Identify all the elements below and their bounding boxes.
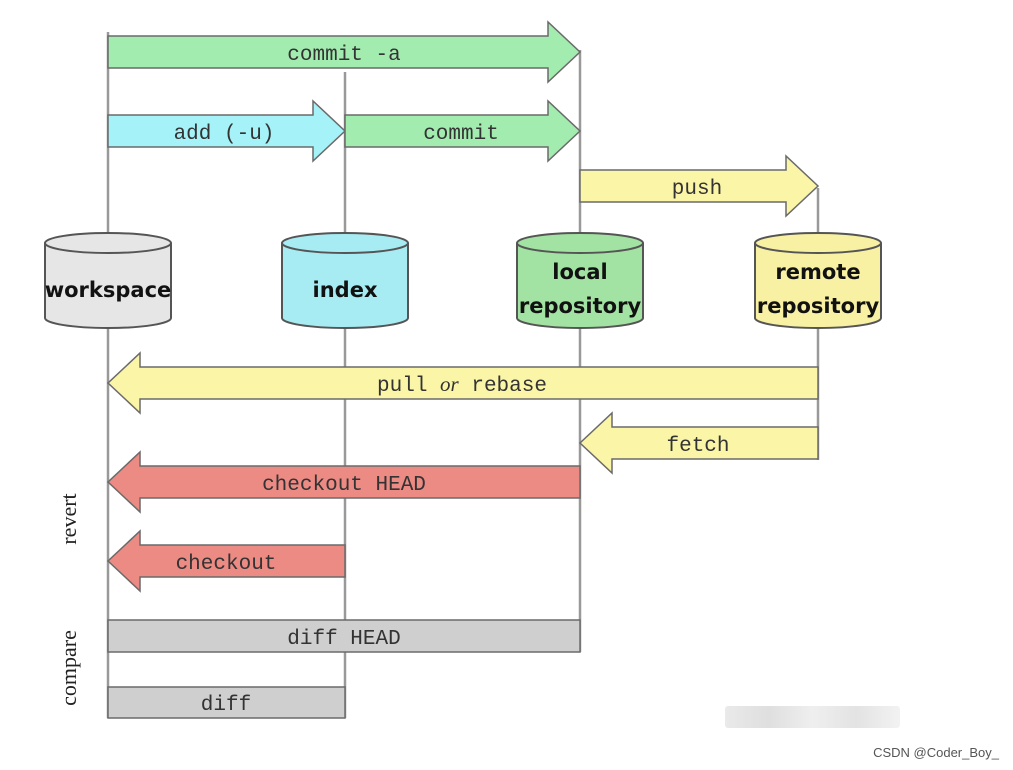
bar-diff-head-label: diff HEAD (287, 628, 400, 651)
arrow-add-u-label: add (-u) (174, 123, 275, 146)
side-label-compare: compare (56, 630, 81, 706)
repo-local-body (516, 243, 644, 329)
repo-remote-body (754, 243, 882, 329)
arrow-checkout-shape (106, 529, 346, 593)
arrow-fetch-shape (578, 411, 819, 475)
repo-index-body (281, 243, 409, 329)
arrow-commit-shape (344, 99, 582, 163)
arrow-pull-or-rebase-label: pull or rebase (377, 372, 547, 398)
arrow-push-shape (579, 154, 820, 218)
arrow-commit: commit (344, 99, 582, 163)
repo-local-repository: local repository (516, 232, 644, 329)
arrow-fetch-label: fetch (666, 435, 729, 458)
bar-diff-shape (107, 686, 346, 719)
arrow-commit-a-label: commit -a (287, 44, 400, 67)
repo-workspace-label: workspace (45, 278, 172, 302)
repo-index: index (281, 232, 409, 329)
blurred-watermark-strip (725, 706, 900, 728)
repo-remote-label-line1: remote (775, 260, 860, 284)
arrow-commit-a-shape (107, 20, 582, 84)
arrow-commit-label: commit (423, 123, 499, 146)
arrow-add-u-shape (107, 99, 347, 163)
repo-workspace-top (44, 232, 172, 254)
repo-local-label-line2: repository (519, 294, 642, 318)
arrow-checkout-head: checkout HEAD (106, 450, 581, 514)
repo-index-label: index (313, 278, 378, 302)
arrow-checkout-label: checkout (176, 553, 277, 576)
arrow-add-u: add (-u) (107, 99, 347, 163)
arrow-checkout-head-label: checkout HEAD (262, 474, 426, 497)
or-label: or (440, 372, 460, 396)
repo-remote-label-line2: repository (757, 294, 880, 318)
repo-workspace: workspace (44, 232, 172, 329)
repo-local-label-line1: local (552, 260, 607, 284)
repo-index-top (281, 232, 409, 254)
repo-workspace-body (44, 243, 172, 329)
repo-remote-top (754, 232, 882, 254)
arrow-checkout-head-shape (106, 450, 581, 514)
arrow-push: push (579, 154, 820, 218)
csdn-watermark: CSDN @Coder_Boy_ (873, 745, 999, 760)
pull-label: pull (377, 375, 440, 398)
arrow-fetch: fetch (578, 411, 819, 475)
repo-local-top (516, 232, 644, 254)
side-label-revert: revert (56, 493, 81, 544)
arrow-pull-or-rebase-shape (106, 351, 819, 415)
arrow-push-label: push (672, 178, 722, 201)
rebase-label: rebase (459, 375, 547, 398)
arrow-checkout: checkout (106, 529, 346, 593)
arrow-pull-or-rebase: pull or rebase (106, 351, 819, 415)
arrow-commit-a: commit -a (107, 20, 582, 84)
bar-diff-head-shape (107, 619, 581, 653)
bar-diff-label: diff (201, 694, 251, 717)
bar-diff: diff (107, 686, 346, 719)
repo-remote-repository: remote repository (754, 232, 882, 329)
bar-diff-head: diff HEAD (107, 619, 581, 653)
